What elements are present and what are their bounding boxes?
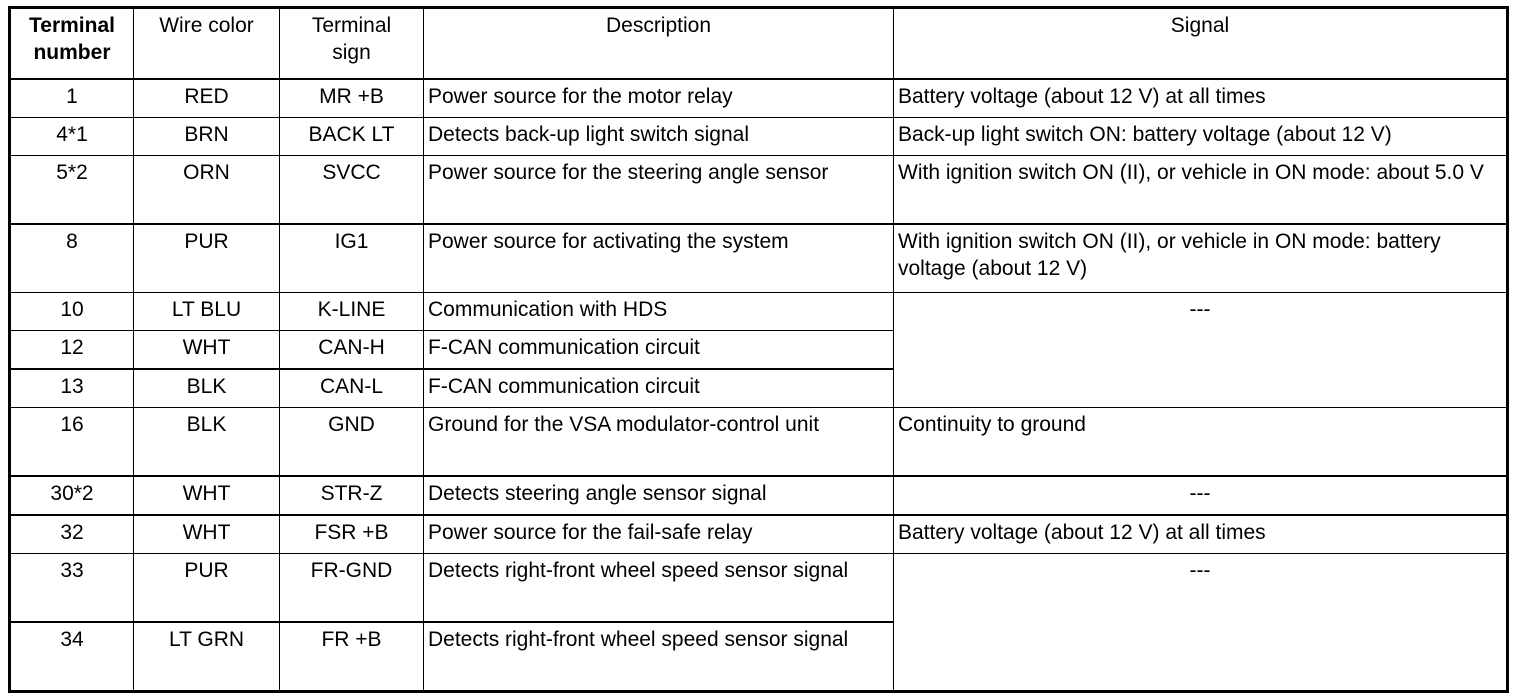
cell-wire-color: WHT	[133, 475, 280, 516]
cell-signal: ---	[893, 553, 1508, 692]
cell-signal: Continuity to ground	[893, 407, 1508, 477]
cell-terminal-sign: CAN-H	[279, 330, 424, 370]
cell-wire-color: LT BLU	[133, 292, 280, 331]
terminal-spec-table: Terminal number Wire color Terminal sign…	[8, 6, 1509, 693]
cell-terminal-sign: SVCC	[279, 155, 424, 225]
cell-terminal-sign: FR-GND	[279, 553, 424, 623]
cell-terminal-sign: MR +B	[279, 78, 424, 118]
cell-terminal-number: 8	[9, 223, 134, 293]
cell-terminal-sign: STR-Z	[279, 475, 424, 516]
cell-terminal-sign: FSR +B	[279, 514, 424, 554]
column-header-wire-color: Wire color	[133, 7, 280, 80]
page-root: Terminal number Wire color Terminal sign…	[8, 6, 1509, 693]
cell-wire-color: BLK	[133, 368, 280, 408]
cell-signal: With ignition switch ON (II), or vehicle…	[893, 155, 1508, 225]
cell-terminal-number: 32	[9, 514, 134, 554]
column-header-description: Description	[423, 7, 894, 80]
cell-terminal-number: 10	[9, 292, 134, 331]
cell-wire-color: ORN	[133, 155, 280, 225]
cell-terminal-number: 30*2	[9, 475, 134, 516]
cell-description: Communication with HDS	[423, 292, 894, 331]
cell-terminal-sign: FR +B	[279, 621, 424, 692]
cell-terminal-sign: K-LINE	[279, 292, 424, 331]
cell-wire-color: PUR	[133, 553, 280, 623]
cell-wire-color: BLK	[133, 407, 280, 477]
cell-description: Power source for the steering angle sens…	[423, 155, 894, 225]
cell-description: F-CAN communication circuit	[423, 368, 894, 408]
cell-terminal-number: 16	[9, 407, 134, 477]
cell-signal: Back-up light switch ON: battery voltage…	[893, 117, 1508, 156]
cell-description: F-CAN communication circuit	[423, 330, 894, 370]
cell-description: Detects right-front wheel speed sensor s…	[423, 621, 894, 692]
cell-terminal-number: 34	[9, 621, 134, 692]
cell-signal: Battery voltage (about 12 V) at all time…	[893, 514, 1508, 554]
cell-terminal-sign: IG1	[279, 223, 424, 293]
cell-description: Power source for the fail-safe relay	[423, 514, 894, 554]
cell-signal: ---	[893, 475, 1508, 516]
cell-description: Detects right-front wheel speed sensor s…	[423, 553, 894, 623]
column-header-signal: Signal	[893, 7, 1508, 80]
table-header: Terminal number Wire color Terminal sign…	[9, 7, 1508, 80]
cell-terminal-number: 13	[9, 368, 134, 408]
cell-wire-color: LT GRN	[133, 621, 280, 692]
cell-terminal-sign: GND	[279, 407, 424, 477]
cell-terminal-number: 1	[9, 78, 134, 118]
cell-terminal-number: 33	[9, 553, 134, 623]
cell-description: Power source for the motor relay	[423, 78, 894, 118]
cell-signal: ---	[893, 292, 1508, 408]
cell-wire-color: RED	[133, 78, 280, 118]
cell-description: Ground for the VSA modulator-control uni…	[423, 407, 894, 477]
cell-description: Detects steering angle sensor signal	[423, 475, 894, 516]
header-line-2: sign	[332, 41, 371, 64]
cell-wire-color: BRN	[133, 117, 280, 156]
cell-terminal-sign: CAN-L	[279, 368, 424, 408]
cell-terminal-number: 4*1	[9, 117, 134, 156]
header-line-1: Terminal	[29, 14, 115, 37]
cell-description: Detects back-up light switch signal	[423, 117, 894, 156]
header-row: Terminal number Wire color Terminal sign…	[9, 7, 1508, 80]
column-header-terminal-number: Terminal number	[9, 7, 134, 80]
cell-signal: Battery voltage (about 12 V) at all time…	[893, 78, 1508, 118]
header-line-1: Terminal	[311, 14, 392, 37]
cell-wire-color: WHT	[133, 514, 280, 554]
cell-terminal-number: 5*2	[9, 155, 134, 225]
cell-terminal-number: 12	[9, 330, 134, 370]
cell-terminal-sign: BACK LT	[279, 117, 424, 156]
cell-wire-color: WHT	[133, 330, 280, 370]
header-line-2: number	[33, 41, 111, 64]
cell-wire-color: PUR	[133, 223, 280, 293]
cell-signal: With ignition switch ON (II), or vehicle…	[893, 223, 1508, 293]
cell-description: Power source for activating the system	[423, 223, 894, 293]
column-header-terminal-sign: Terminal sign	[279, 7, 424, 80]
